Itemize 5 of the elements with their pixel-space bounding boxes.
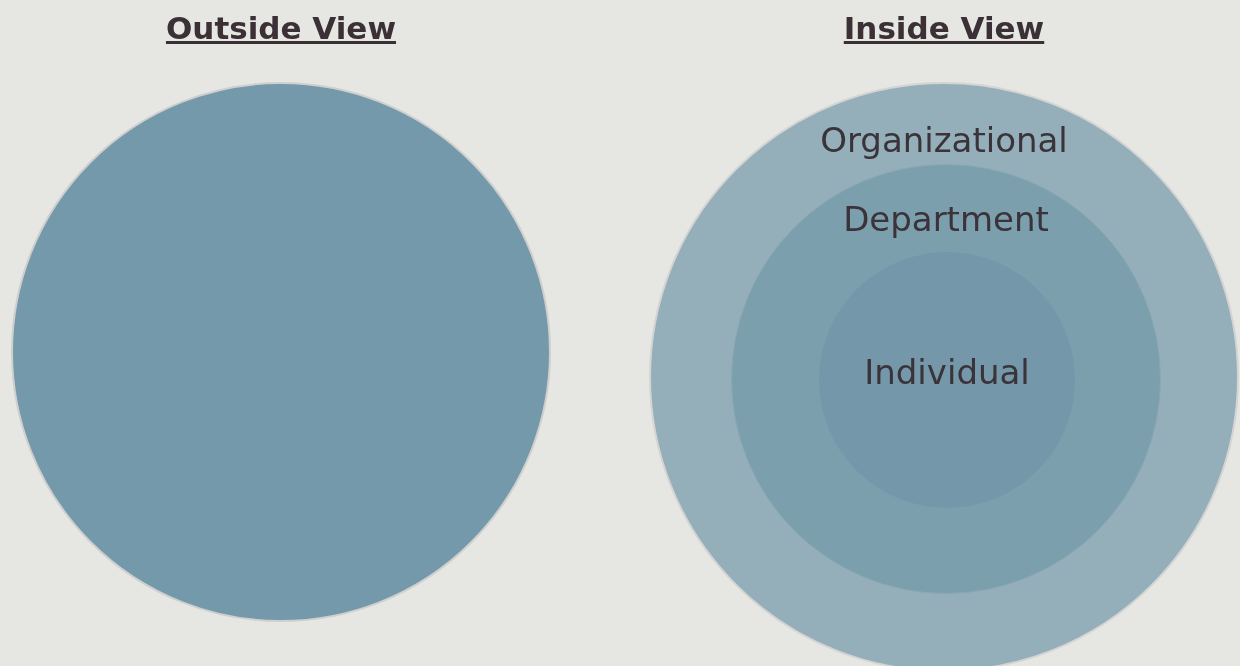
- heading: Inside View: [843, 10, 1045, 46]
- circle-label: Organizational: [820, 120, 1068, 160]
- circle-label: Individual: [864, 352, 1030, 392]
- circle-label: Department: [843, 199, 1049, 239]
- heading: Outside View: [165, 10, 397, 46]
